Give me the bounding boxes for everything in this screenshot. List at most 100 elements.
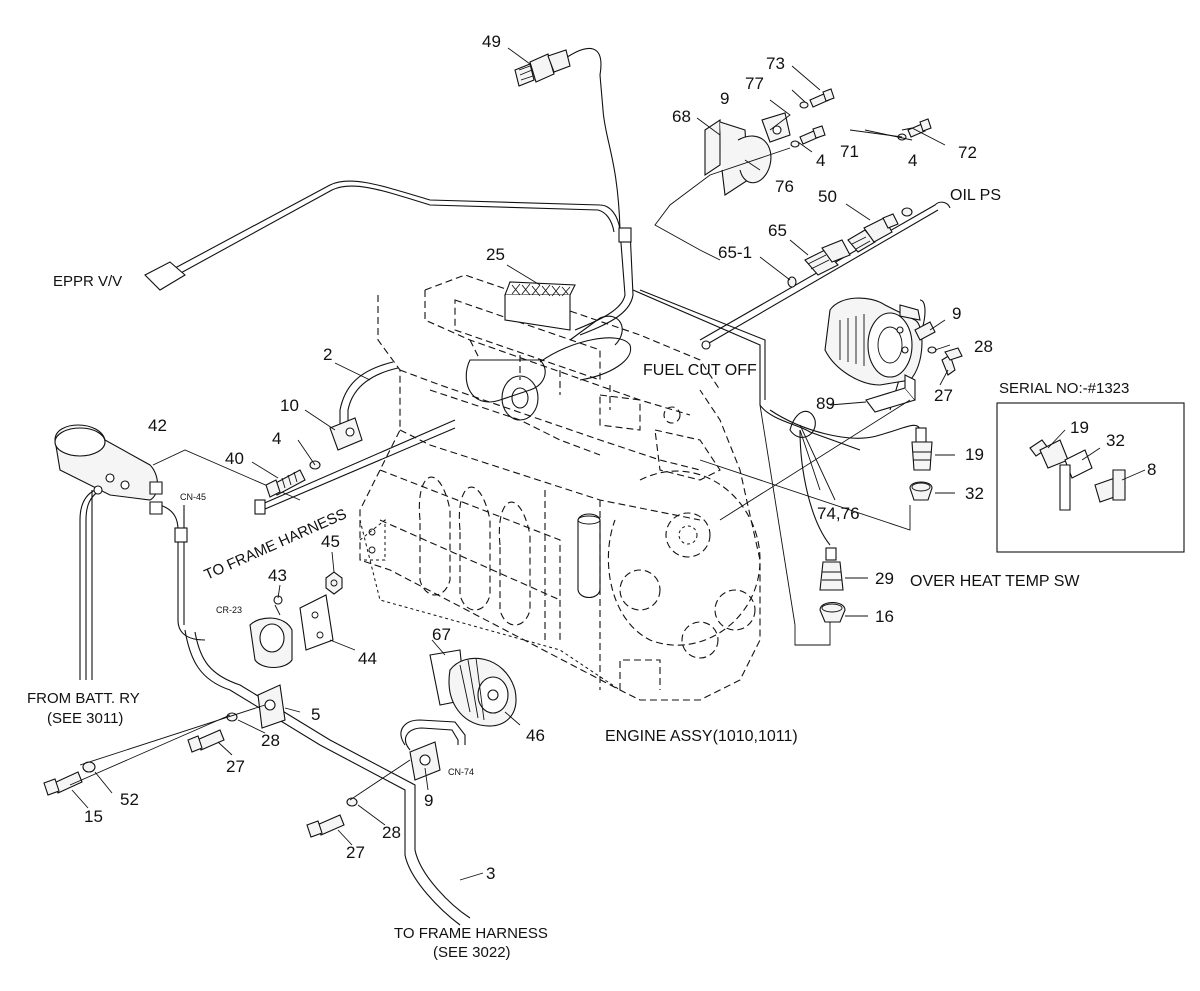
part-25-relay[interactable] <box>504 281 576 331</box>
part-68-76-bracket[interactable] <box>704 112 791 196</box>
label-3: 3 <box>486 864 495 883</box>
label-inset-19: 19 <box>1070 418 1089 437</box>
label-9-upper-bracket: 9 <box>720 89 729 108</box>
cn-74-label: CN-74 <box>448 767 474 777</box>
part-number-labels: 49 73 77 9 68 71 4 4 72 76 50 65 65-1 25… <box>84 32 1156 883</box>
part-27-bolt-upper[interactable] <box>941 347 963 376</box>
wire-harness <box>79 47 951 926</box>
part-50-oil-pressure-switch[interactable] <box>847 207 913 253</box>
label-9-lower: 9 <box>424 791 433 810</box>
label-4-bracket: 4 <box>816 151 825 170</box>
eppr-valve-connector[interactable] <box>144 261 186 291</box>
part-16-adapter[interactable] <box>819 601 846 623</box>
part-4-washer-a[interactable] <box>790 140 800 148</box>
part-5-clamp[interactable] <box>257 684 286 729</box>
part-43-relay[interactable] <box>249 595 293 669</box>
label-27-middle: 27 <box>226 757 245 776</box>
part-65-fitting[interactable] <box>804 239 851 276</box>
engine-assy-label: ENGINE ASSY(1010,1011) <box>605 728 798 745</box>
label-9-fuel-cut: 9 <box>952 304 961 323</box>
part-15-bolt[interactable] <box>43 771 83 796</box>
over-heat-temp-sw-label: OVER HEAT TEMP SW <box>910 573 1080 590</box>
inset-part-32-adapter[interactable] <box>1059 449 1093 511</box>
label-77: 77 <box>745 74 764 93</box>
label-25: 25 <box>486 245 505 264</box>
label-52: 52 <box>120 790 139 809</box>
part-27-bolt-lower[interactable] <box>306 814 345 838</box>
part-45-nut[interactable] <box>325 571 343 595</box>
from-batt-ref-label: (SEE 3011) <box>47 710 123 727</box>
label-10: 10 <box>280 396 299 415</box>
label-65-1: 65-1 <box>718 243 752 262</box>
part-40-bolt[interactable] <box>265 469 306 498</box>
label-16: 16 <box>875 607 894 626</box>
label-29: 29 <box>875 569 894 588</box>
cn-45-label: CN-45 <box>180 492 206 502</box>
cr-23-label: CR-23 <box>216 605 242 615</box>
label-15: 15 <box>84 807 103 826</box>
fuel-cut-off-label: FUEL CUT OFF <box>643 362 757 379</box>
label-27-lower: 27 <box>346 843 365 862</box>
to-frame-harness-ref-label: (SEE 3022) <box>433 944 511 961</box>
label-28-lower: 28 <box>382 823 401 842</box>
part-71-bolt[interactable] <box>799 125 826 145</box>
label-2: 2 <box>323 345 332 364</box>
label-5: 5 <box>311 705 320 724</box>
part-10-clamp[interactable] <box>329 417 363 451</box>
part-9-clamp-lower[interactable] <box>409 741 441 781</box>
label-76: 76 <box>775 177 794 196</box>
label-74-76: 74,76 <box>817 504 860 523</box>
label-65: 65 <box>768 221 787 240</box>
part-65-1-o-ring[interactable] <box>787 276 797 288</box>
eppr-valve-label: EPPR V/V <box>53 273 122 290</box>
part-32-adapter[interactable] <box>909 481 933 501</box>
from-batt-ry-label: FROM BATT. RY <box>27 690 140 707</box>
serial-inset-box <box>996 402 1185 553</box>
part-9-clamp-upper[interactable] <box>914 321 936 341</box>
part-29-over-heat-temp-switch[interactable] <box>819 547 844 591</box>
label-19: 19 <box>965 445 984 464</box>
cn-45-connector[interactable] <box>149 481 163 515</box>
label-32: 32 <box>965 484 984 503</box>
label-43: 43 <box>268 566 287 585</box>
label-49: 49 <box>482 32 501 51</box>
label-67: 67 <box>432 625 451 644</box>
leader-lines <box>69 47 1146 881</box>
part-28-washer-lower[interactable] <box>346 797 358 807</box>
part-46-alternator[interactable] <box>448 657 517 727</box>
part-19-sensor[interactable] <box>911 427 933 471</box>
fuel-cut-off-solenoid[interactable] <box>824 297 923 386</box>
part-49-sensor[interactable] <box>514 49 571 87</box>
label-inset-8: 8 <box>1147 460 1156 479</box>
label-42: 42 <box>148 416 167 435</box>
label-inset-32: 32 <box>1106 431 1125 450</box>
part-44-bracket[interactable] <box>299 594 334 651</box>
label-44: 44 <box>358 649 377 668</box>
label-89: 89 <box>816 394 835 413</box>
label-50: 50 <box>818 187 837 206</box>
part-77-washer[interactable] <box>799 101 809 109</box>
part-42-relay[interactable] <box>54 424 159 501</box>
part-27-bolt-middle[interactable] <box>187 729 225 753</box>
label-28-middle: 28 <box>261 731 280 750</box>
label-45: 45 <box>321 532 340 551</box>
label-28-upper: 28 <box>974 337 993 356</box>
part-28-washer-upper[interactable] <box>927 346 937 354</box>
part-74-76-clip[interactable] <box>789 410 836 501</box>
label-72: 72 <box>958 143 977 162</box>
engine-assembly-outline <box>359 274 761 701</box>
label-4-harness: 4 <box>272 429 281 448</box>
part-89-bracket[interactable] <box>865 374 916 413</box>
label-4-right: 4 <box>908 151 917 170</box>
inset-part-19-sensor[interactable] <box>1029 439 1069 469</box>
label-73: 73 <box>766 54 785 73</box>
inset-part-8-drain-cock[interactable] <box>1094 469 1126 503</box>
oil-ps-label: OIL PS <box>950 187 1001 204</box>
label-27-upper: 27 <box>934 386 953 405</box>
label-46: 46 <box>526 726 545 745</box>
to-frame-harness-label: TO FRAME HARNESS <box>394 925 548 942</box>
serial-number-label: SERIAL NO:-#1323 <box>999 380 1129 397</box>
part-73-bolt[interactable] <box>809 88 835 108</box>
